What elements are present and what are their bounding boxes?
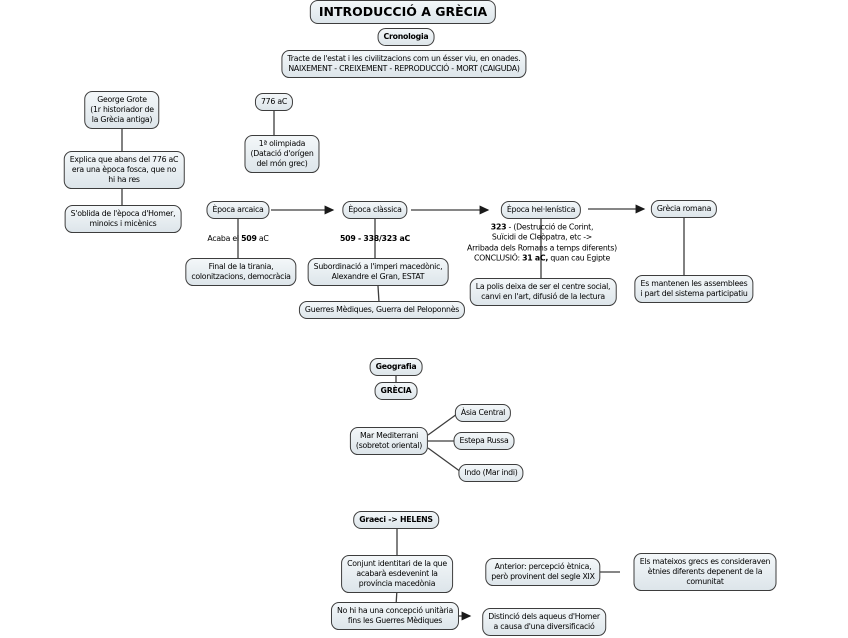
- label-acaba-bold: 509: [241, 233, 257, 243]
- node-estepa-russa[interactable]: Estepa Russa: [453, 432, 515, 450]
- label-classica-dates[interactable]: 509 - 338/323 aC: [339, 233, 411, 243]
- label-hellenistica-dates[interactable]: 323 - (Destrucció de Corint,Suïcidi de C…: [467, 222, 617, 263]
- label-egipte: quan cau Egipte: [548, 253, 611, 263]
- node-final-tirania[interactable]: Final de la tirania, colonitzacions, dem…: [185, 258, 297, 286]
- node-polis[interactable]: La polis deixa de ser el centre social, …: [469, 278, 617, 306]
- node-soblida-homer[interactable]: S'oblida de l'època d'Homer, minoics i m…: [64, 205, 182, 233]
- label-conclusio: CONCLUSIÓ:: [473, 253, 523, 263]
- connector-mediterrani-indo: [427, 447, 462, 473]
- node-epoca-arcaica[interactable]: Època arcaica: [206, 201, 270, 219]
- label-31ac-bold: 31 aC,: [522, 253, 549, 263]
- label-acaba-pre: Acaba el: [207, 233, 242, 243]
- connector-subordinacio-guerres: [377, 285, 380, 303]
- node-george-grote[interactable]: George Grote (1r historiador de la Grèci…: [84, 91, 160, 129]
- node-grecia[interactable]: GRÈCIA: [374, 382, 418, 400]
- node-asia-central[interactable]: Àsia Central: [454, 404, 512, 422]
- label-suicidi: Suïcidi de Cleòpatra, etc ->: [491, 232, 593, 242]
- label-acaba-509[interactable]: Acaba el 509 aC: [207, 234, 268, 244]
- node-anterior-etnica[interactable]: Anterior: percepció ètnica, però provine…: [485, 558, 601, 586]
- label-323-rest: - (Destrucció de Corint,: [506, 222, 594, 232]
- label-323-bold: 323: [490, 222, 507, 232]
- node-subordinacio[interactable]: Subordinació a l'imperi macedònic, Alexa…: [307, 258, 449, 286]
- node-776-ac[interactable]: 776 aC: [254, 93, 294, 111]
- node-indo[interactable]: Indo (Mar indi): [458, 464, 524, 482]
- node-assemblees[interactable]: Es mantenen les assemblees i part del si…: [634, 275, 754, 303]
- node-guerres-mediques[interactable]: Guerres Mèdiques, Guerra del Peloponnès: [298, 301, 466, 319]
- node-cronologia[interactable]: Cronologia: [377, 28, 435, 46]
- node-grecia-romana[interactable]: Grècia romana: [650, 200, 718, 218]
- node-primera-olimpiada[interactable]: 1ª olimpiada (Datació d'orígen del món g…: [244, 135, 320, 173]
- node-mar-mediterrani[interactable]: Mar Mediterrani (sobretot oriental): [349, 427, 429, 455]
- node-geografia[interactable]: Geografia: [369, 358, 423, 376]
- node-conjunt-identitari[interactable]: Conjunt identitari de la que acabarà esd…: [341, 555, 453, 593]
- node-graeci-helens[interactable]: Graeci -> HELENS: [353, 511, 439, 529]
- node-mateixos-grecs[interactable]: Els mateixos grecs es consideraven ètnie…: [633, 553, 777, 591]
- node-explica-776[interactable]: Explica que abans del 776 aC era una èpo…: [63, 151, 185, 189]
- node-epoca-classica[interactable]: Època clàssica: [342, 201, 408, 219]
- map-title: INTRODUCCIÓ A GRÈCIA: [309, 0, 497, 24]
- node-concepcio-unitaria[interactable]: No hi ha una concepció unitària fins les…: [330, 602, 460, 630]
- node-distincio-aqueus[interactable]: Distinció dels aqueus d'Homer a causa d'…: [482, 608, 606, 636]
- node-cronologia-definicio[interactable]: Tracte de l'estat i les civilitzacions c…: [281, 50, 527, 78]
- connector-mediterrani-asia: [427, 413, 458, 436]
- label-arribada: Arribada dels Romans a temps diferents): [467, 243, 617, 252]
- label-acaba-post: aC: [256, 233, 269, 243]
- node-epoca-hellenistica[interactable]: Època hel·lenística: [500, 201, 582, 219]
